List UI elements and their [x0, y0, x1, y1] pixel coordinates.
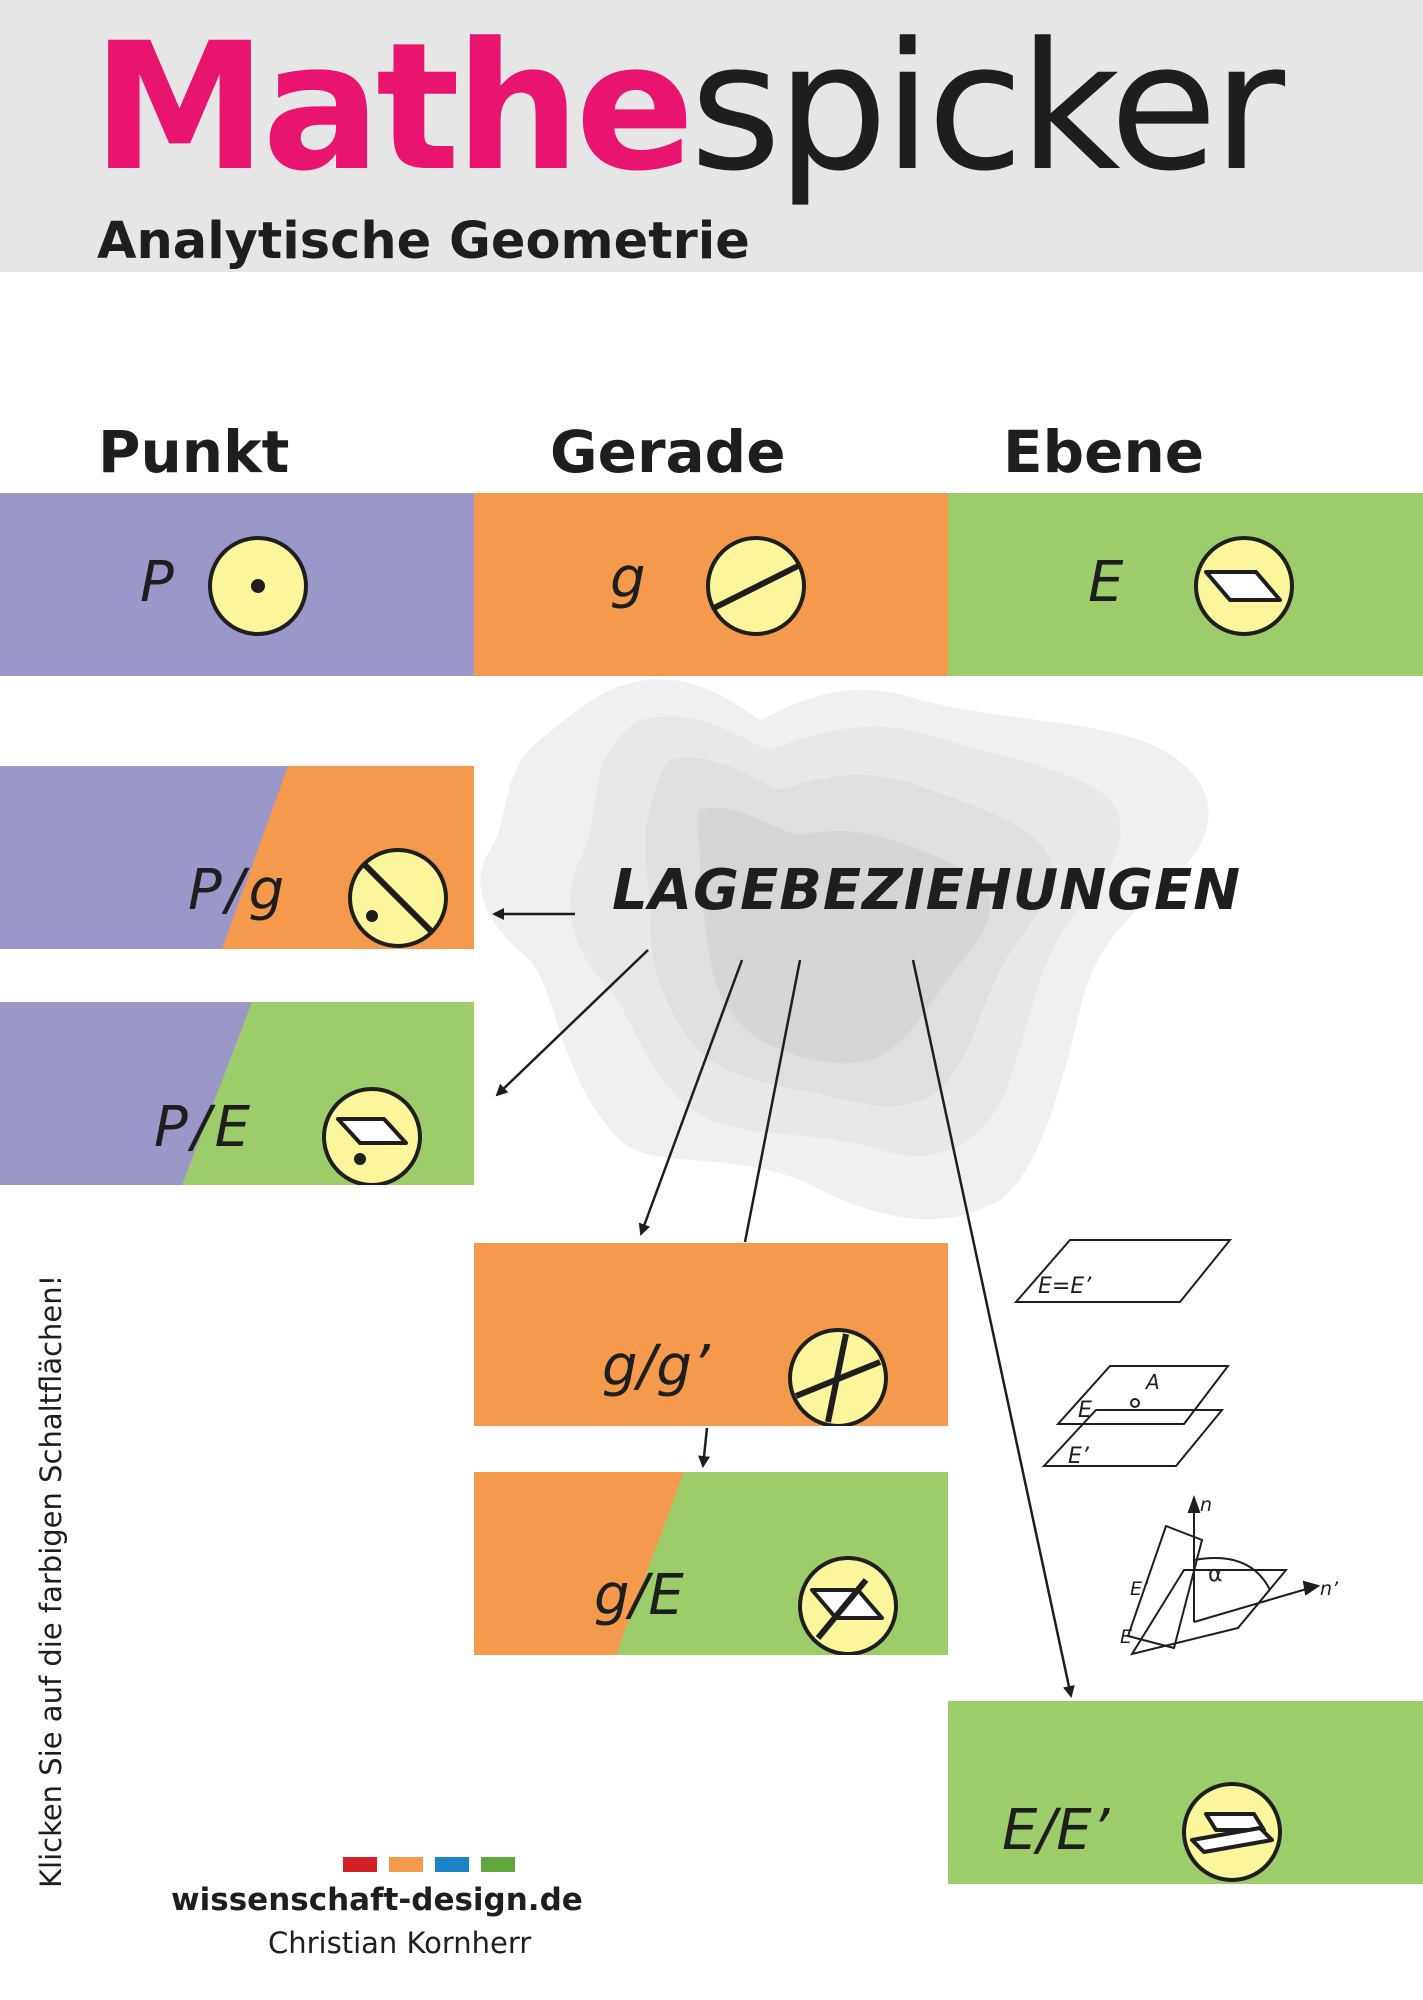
tile-plane-label: E: [1088, 550, 1124, 615]
column-heading-gerade: Gerade: [550, 418, 786, 486]
sketch-upper-plane: [1055, 1365, 1231, 1425]
intersecting-lines-icon: [788, 1328, 888, 1426]
two-planes-icon: [1182, 1782, 1282, 1882]
sketch-point-marker: [1130, 1398, 1140, 1408]
point-icon: [208, 536, 308, 636]
tile-point-plane-label-point: P: [154, 1095, 188, 1160]
sketch-normal-prime-arrowhead: [1302, 1580, 1321, 1596]
brand-website: wissenschaft-design.de: [171, 1882, 583, 1918]
sketch-label-plane-e-prime: E’: [1068, 1444, 1089, 1469]
sketch-lower-plane: [1041, 1409, 1225, 1467]
brand-bar-red: [343, 1857, 377, 1872]
sketch-label-plane-e-2: E: [1120, 1626, 1133, 1648]
arrow-to-point-plane: [495, 949, 649, 1097]
header-banner: Mathespicker Analytische Geometrie: [0, 0, 1423, 272]
brand-author: Christian Kornherr: [268, 1926, 532, 1960]
sketch-label-angle-alpha: α: [1208, 1562, 1223, 1587]
tile-plane-plane-label: E/E’: [1002, 1798, 1110, 1863]
title-part-spicker: spicker: [689, 5, 1285, 210]
tile-line-line[interactable]: g/g’: [474, 1243, 948, 1426]
tile-line-label: g: [610, 546, 646, 611]
point-line-icon: [348, 848, 448, 948]
tile-point-label: P: [140, 550, 174, 615]
line-icon: [706, 536, 806, 636]
sketch-label-normal-n: n: [1200, 1494, 1213, 1516]
tile-point-plane[interactable]: P/E: [0, 1002, 474, 1185]
tile-point-line-label: P/g: [188, 858, 285, 923]
tile-point-line[interactable]: P/g: [0, 766, 474, 949]
relation-arrows: [492, 908, 1075, 1698]
sketch-normal-arrowhead: [1187, 1495, 1201, 1513]
tile-line-plane-label: g/E: [594, 1563, 684, 1628]
click-hint: Klicken Sie auf die farbigen Schaltfläch…: [34, 1274, 68, 1888]
sketch-label-point-a: A: [1146, 1370, 1160, 1394]
brand-bar-orange: [389, 1857, 423, 1872]
page-title: Mathespicker: [92, 20, 1285, 196]
column-heading-ebene: Ebene: [1003, 418, 1205, 486]
title-part-mathe: Mathe: [92, 5, 695, 210]
sketch-label-normal-n-prime: n’: [1320, 1578, 1339, 1600]
arrow-to-line-plane: [698, 1427, 711, 1468]
point-plane-icon: [322, 1087, 422, 1185]
brand-bar-green: [481, 1857, 515, 1872]
plane-icon: [1194, 536, 1294, 636]
tile-line-line-label: g/g’: [602, 1334, 710, 1399]
tile-point-line-label-line: g: [248, 858, 285, 923]
cloud-blob: [480, 679, 1209, 1220]
tile-plane-plane[interactable]: E/E’: [948, 1701, 1423, 1884]
sketch-label-plane-e: E: [1078, 1398, 1092, 1423]
sketch-base-plane: [1129, 1569, 1289, 1656]
line-plane-icon: [798, 1556, 898, 1655]
sketch-label-plane-e-prime-2: E’: [1130, 1578, 1149, 1600]
tile-line-plane[interactable]: g/E: [474, 1472, 948, 1655]
tile-plane[interactable]: E: [948, 493, 1423, 676]
column-heading-punkt: Punkt: [98, 418, 290, 486]
brand-bar-blue: [435, 1857, 469, 1872]
line-to-line-plane: [743, 959, 802, 1243]
arrow-to-line-line: [638, 959, 744, 1236]
page-subtitle: Analytische Geometrie: [97, 212, 750, 271]
plane-relations-sketches: [1013, 1239, 1321, 1656]
tile-line[interactable]: g: [474, 493, 948, 676]
tile-point-plane-label: P/E: [154, 1095, 251, 1160]
tile-point-line-label-point: P: [188, 858, 222, 923]
arrow-to-plane-plane: [911, 959, 1075, 1698]
tile-plane-background: [948, 493, 1423, 676]
tile-point-plane-label-plane: E: [214, 1095, 251, 1160]
sketch-tilted-plane: [1126, 1524, 1204, 1650]
sketch-angle-arc: [1193, 1557, 1271, 1591]
relations-heading: LAGEBEZIEHUNGEN: [612, 858, 1242, 923]
tile-point[interactable]: P: [0, 493, 474, 676]
sketch-label-e-equals-e-prime: E=E’: [1038, 1274, 1092, 1299]
sketch-identical-plane: [1013, 1239, 1233, 1303]
tile-plane-plane-background: [948, 1701, 1423, 1884]
sketch-normal-prime-axis: [1193, 1587, 1311, 1623]
